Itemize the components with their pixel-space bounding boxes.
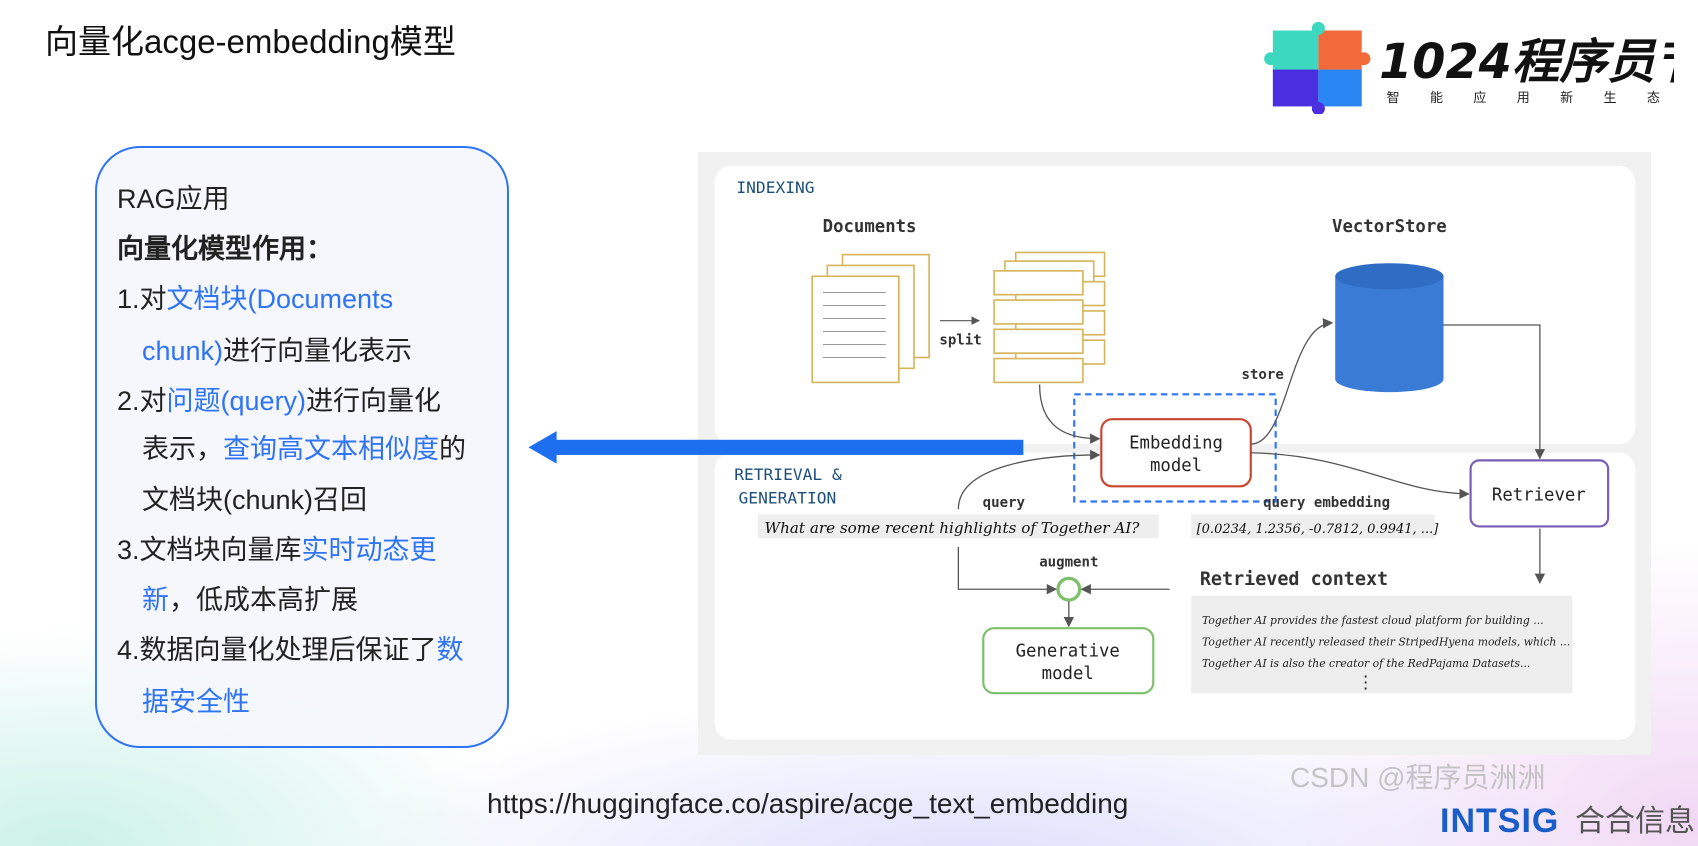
context-line: Together AI is also the creator of the R… xyxy=(1202,657,1530,670)
subheading: 向量化模型作用： xyxy=(117,234,333,264)
vectorstore-database-icon xyxy=(1335,263,1444,393)
augment-label: augment xyxy=(1039,554,1098,570)
intsig-logo-cn: 合合信息 xyxy=(1575,805,1695,838)
logo-text: 1024程序员节 xyxy=(1379,35,1674,90)
list-item-4: 4.数据向量化处理后保证了数 xyxy=(117,635,464,665)
documents-label: Documents xyxy=(823,217,917,237)
query-embedding-value: [0.0234, 1.2356, -0.7812, 0.9941, ...] xyxy=(1197,522,1440,537)
embedding-model-label: Embedding xyxy=(1129,433,1223,453)
query-embedding-label: query embedding xyxy=(1263,495,1390,511)
indexing-label: INDEXING xyxy=(736,178,814,197)
split-label: split xyxy=(939,332,981,348)
chunks-icon xyxy=(993,251,1106,384)
list-item-2-cont: 表示，查询高文本相似度的 xyxy=(142,434,466,464)
retrieved-context-label: Retrieved context xyxy=(1200,569,1388,590)
ellipsis: ⋮ xyxy=(1357,673,1374,693)
store-label: store xyxy=(1241,367,1283,383)
flow-arrows xyxy=(957,318,1546,628)
list-item-1: 1.对文档块(Documents xyxy=(117,284,394,314)
source-url[interactable]: https://huggingface.co/aspire/acge_text_… xyxy=(487,788,1129,819)
generative-model-box xyxy=(982,627,1155,695)
rag-explanation-box: RAG应用 向量化模型作用： 1.对文档块(Documents chunk)进行… xyxy=(95,146,509,748)
slide-title: 向量化acge-embedding模型 xyxy=(45,23,456,60)
context-line: Together AI recently released their Stri… xyxy=(1202,636,1570,649)
embedding-model-label-2: model xyxy=(1150,456,1202,476)
documents-icon xyxy=(811,253,930,384)
list-item-3: 3.文档块向量库实时动态更 xyxy=(117,535,437,565)
retrieval-label: RETRIEVAL & xyxy=(734,465,842,484)
query-label: query xyxy=(983,495,1026,511)
context-line: Together AI provides the fastest cloud p… xyxy=(1202,614,1544,627)
svg-text:智能应用新生态: 智能应用新生态 xyxy=(1387,90,1674,106)
retrieved-context-box xyxy=(1191,595,1573,694)
left-arrow xyxy=(528,431,1024,464)
vectorstore-label: VectorStore xyxy=(1332,217,1447,237)
generative-model-label-2: model xyxy=(1042,664,1094,684)
heading: RAG应用 xyxy=(117,184,230,214)
generation-label: GENERATION xyxy=(739,489,837,508)
list-item-3-cont: 新，低成本高扩展 xyxy=(142,585,358,615)
query-text: What are some recent highlights of Toget… xyxy=(765,519,1141,537)
watermark: CSDN @程序员洲洲 xyxy=(1290,762,1546,793)
list-item-4-cont: 据安全性 xyxy=(142,687,250,717)
list-item-2: 2.对问题(query)进行向量化 xyxy=(117,386,442,416)
retriever-label: Retriever xyxy=(1492,485,1586,505)
retriever-box xyxy=(1469,459,1610,528)
augment-node xyxy=(1056,576,1082,602)
generative-model-label: Generative xyxy=(1016,641,1120,661)
list-item-2-cont2: 文档块(chunk)召回 xyxy=(142,485,368,515)
program-festival-logo: 1024程序员节 智能应用新生态 xyxy=(1264,21,1674,114)
highlight-dashed-box xyxy=(1073,393,1277,503)
intsig-logo: INTSIG xyxy=(1440,802,1560,840)
list-item-1-cont: chunk)进行向量化表示 xyxy=(142,336,413,366)
